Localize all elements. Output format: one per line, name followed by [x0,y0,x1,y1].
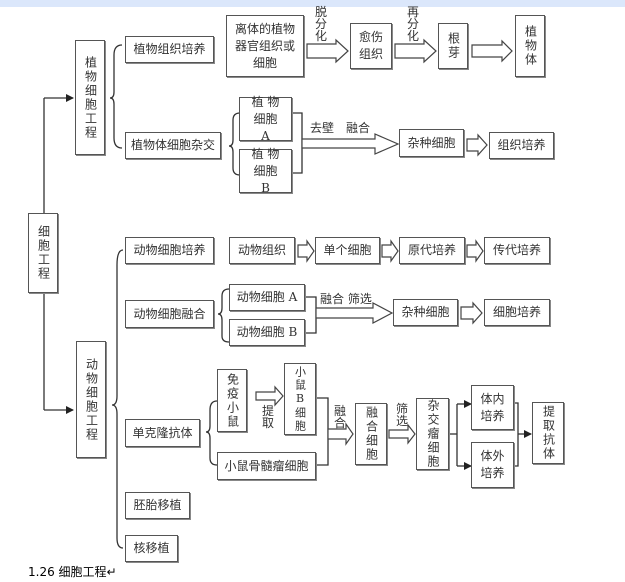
animal-cell-culture: 动物细胞培养 [125,237,214,264]
plant-cell-engineering: 植物细胞工程 [75,40,105,155]
hollow-arrow-animal-fusion [315,302,394,324]
callus-box: 愈伤组织 [350,23,392,69]
nuclear-transfer: 核移植 [125,535,178,562]
monoclonal-antibody: 单克隆抗体 [125,419,200,447]
hollow-arrow-to-plant [471,39,513,63]
plant-cells-join [292,112,303,174]
in-vitro-culture: 体外培养 [471,442,514,488]
hollow-arrow-animal-culture [460,301,483,325]
hollow-arrow-dedifferentiate [306,38,349,64]
embryo-transfer: 胚胎移植 [125,492,190,519]
extract-antibody: 提取抗体 [532,402,564,464]
hollow-arrow-fusion [301,133,400,155]
hollow-arrow-cc3 [466,239,484,263]
plant-brace [109,44,123,149]
animal-cell-culture-result: 细胞培养 [484,299,550,326]
hollow-arrow-cc1 [297,239,315,263]
merge-line [514,402,519,467]
plant-somatic-hybridization: 植物体细胞杂交 [125,132,221,159]
monoclonal-brace [205,400,218,466]
label-dedifferentiation: 脱分化 [314,5,327,43]
hollow-arrow-extract [255,385,284,407]
label-redifferentiation: 再分化 [406,5,419,43]
hybridoma-cell: 杂交瘤细胞 [416,398,449,470]
plant-cell-a: 植 物 细胞 A [239,95,292,143]
fused-cell: 融合细胞 [355,403,387,465]
label-fusion-screening: 融合 筛选 [320,292,372,306]
animal-fusion-brace [217,288,230,343]
hollow-arrow-fuse [327,422,354,446]
mono-join [316,397,329,466]
root-cell-engineering: 细胞工程 [28,213,58,293]
animal-hybrid-cell: 杂种细胞 [393,299,458,326]
hybrid-brace [228,112,241,176]
single-cell: 单个细胞 [315,237,380,264]
plant-body-box: 植物体 [515,15,545,77]
plant-cell-b: 植 物 细胞 B [239,147,292,195]
animal-brace [111,249,124,549]
label-extract: 提取 [261,404,274,430]
plant-tissue-culture: 植物组织培养 [125,36,214,63]
top-band [0,0,625,7]
primary-culture: 原代培养 [399,237,465,264]
isolated-plant-organ: 离体的植物器官组织或细胞 [226,15,304,77]
animal-tissue: 动物组织 [229,237,295,264]
label-screen: 筛选 [395,402,408,428]
animal-cell-a: 动物细胞 A [229,284,305,311]
hollow-arrow-screen [388,423,416,445]
root-bud-box: 根芽 [438,23,468,69]
figure-caption: 1.26 细胞工程↵ [28,565,117,579]
immunized-mouse: 免疫小鼠 [217,369,247,432]
hollow-arrow-cc2 [381,239,399,263]
animal-cell-fusion: 动物细胞融合 [125,300,214,328]
label-wall-removal-fusion: 去壁 融合 [310,121,371,135]
animal-cells-join [305,296,317,334]
mouse-myeloma-cell: 小鼠骨髓瘤细胞 [217,452,316,480]
animal-cell-engineering: 动物细胞工程 [76,341,106,458]
hollow-arrow-redifferentiate [394,38,437,64]
animal-cell-b: 动物细胞 B [229,319,305,346]
subculture: 传代培养 [484,237,550,264]
in-vivo-culture: 体内培养 [471,385,514,430]
plant-tissue-culture-result: 组织培养 [489,132,554,159]
plant-hybrid-cell: 杂种细胞 [399,129,464,157]
mouse-b-cell: 小鼠B细胞 [284,363,316,435]
hollow-arrow-to-culture [466,133,488,157]
label-fuse: 融合 [333,404,346,430]
